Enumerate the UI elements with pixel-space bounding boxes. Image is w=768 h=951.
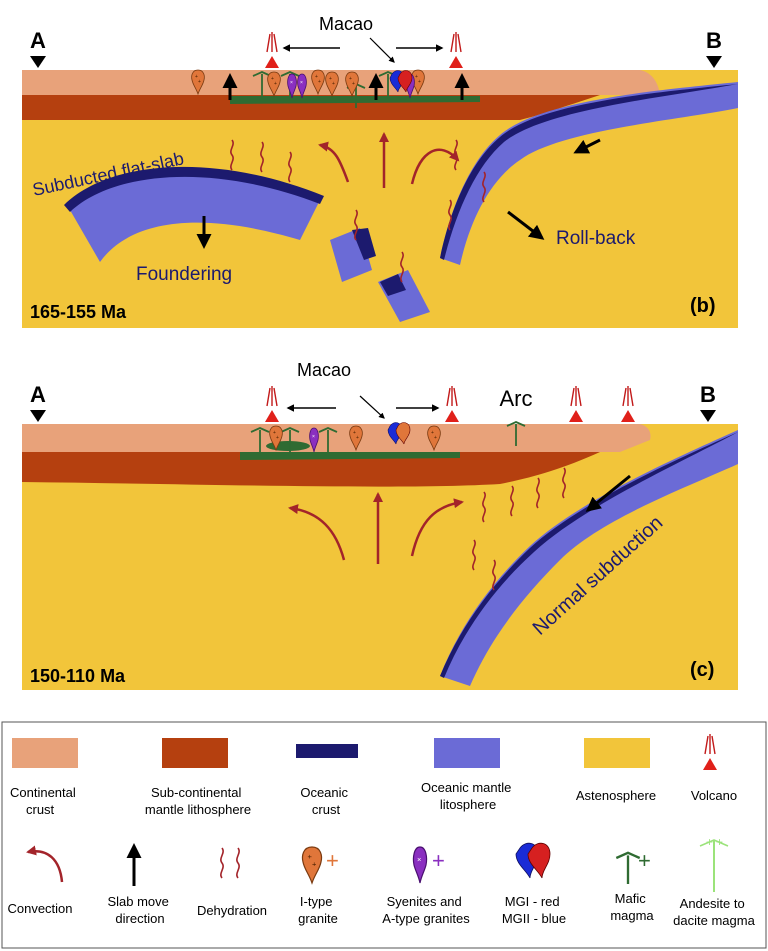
point-a-marker bbox=[30, 410, 46, 422]
volcano-icon bbox=[568, 385, 584, 423]
legend-dehydration-text: Dehydration bbox=[197, 903, 267, 918]
legend-convection-text: Convection bbox=[7, 901, 72, 916]
continental-crust-c bbox=[22, 424, 651, 452]
flat-slab-b bbox=[70, 174, 320, 262]
oceanic-mantle-slab-c bbox=[440, 430, 738, 686]
arc-label: Arc bbox=[500, 386, 533, 411]
point-a-label: A bbox=[30, 28, 46, 53]
flat-slab-crust-b bbox=[64, 166, 324, 212]
panel-label-b: (b) bbox=[690, 295, 716, 317]
age-label-c: 150-110 Ma bbox=[30, 666, 126, 686]
i-type-plus-icon: + bbox=[326, 848, 339, 873]
volcano-icon bbox=[264, 385, 280, 423]
svg-text:+: + bbox=[716, 835, 723, 849]
rollback-label: Roll-back bbox=[556, 228, 636, 249]
syenite-plus-icon: + bbox=[432, 848, 445, 873]
volcano-icon bbox=[264, 31, 280, 69]
legend-asthenosphere-text: Astenosphere bbox=[576, 788, 656, 803]
legend-oceanic-mantle-text: Oceanic mantle litosphere bbox=[421, 780, 515, 812]
panel-c: A B Macao Arc Normal subduction 150-110 … bbox=[22, 360, 738, 690]
mafic-plus-icon: + bbox=[638, 848, 651, 873]
point-b-marker bbox=[700, 410, 716, 422]
point-a-label: A bbox=[30, 382, 46, 407]
legend-mafic-text: Mafic magma bbox=[610, 891, 654, 923]
macao-pointer bbox=[369, 37, 395, 63]
convection-arrow bbox=[288, 504, 346, 561]
convection-arrow bbox=[318, 141, 350, 183]
legend-scml-swatch bbox=[162, 738, 228, 768]
andesite-icon: + + bbox=[699, 835, 729, 892]
panel-b: A B Macao Subducted flat-slab Foundering… bbox=[22, 14, 738, 328]
point-a-marker bbox=[30, 56, 46, 68]
slab-fragment bbox=[330, 228, 376, 282]
foundering-label: Foundering bbox=[136, 264, 232, 285]
legend-asthenosphere-swatch bbox=[584, 738, 650, 768]
legend-continental-crust-swatch bbox=[12, 738, 78, 768]
age-label-b: 165-155 Ma bbox=[30, 302, 127, 322]
slab-fragment bbox=[378, 270, 430, 322]
rollback-arrow bbox=[507, 210, 545, 240]
mafic-underplate-c bbox=[240, 452, 460, 460]
continental-crust-b bbox=[22, 70, 660, 95]
mgi-mgii-icon bbox=[515, 842, 551, 879]
legend-volcano-text: Volcano bbox=[691, 788, 737, 803]
mgi-mgii-icon bbox=[387, 422, 411, 445]
convection-arrow bbox=[410, 148, 460, 185]
slab-move-arrow bbox=[585, 474, 631, 512]
macao-label: Macao bbox=[297, 360, 351, 380]
mgi-mgii-icon bbox=[389, 70, 413, 93]
volcano-icon bbox=[620, 385, 636, 423]
legend-andesite-text: Andesite to dacite magma bbox=[673, 896, 755, 928]
legend-scml-text: Sub-continental mantle lithosphere bbox=[145, 785, 251, 817]
volcano-icon bbox=[444, 385, 460, 423]
panel-label-c: (c) bbox=[690, 659, 714, 681]
volcano-icon bbox=[448, 31, 464, 69]
point-b-label: B bbox=[706, 28, 722, 53]
convection-arrow bbox=[410, 498, 464, 557]
legend-mgi-text: MGI - red MGII - blue bbox=[502, 894, 566, 926]
macao-pointer bbox=[359, 395, 385, 419]
point-b-marker bbox=[706, 56, 722, 68]
point-b-label: B bbox=[700, 382, 716, 407]
legend-oceanic-crust-swatch bbox=[296, 744, 358, 758]
mafic-underplate-b bbox=[230, 96, 480, 104]
legend-syenites-text: Syenites and A-type granites bbox=[382, 894, 470, 926]
legend-continental-crust-text: Continental crust bbox=[10, 785, 79, 817]
legend-oceanic-mantle-swatch bbox=[434, 738, 500, 768]
legend-slab-move-text: Slab move direction bbox=[107, 894, 172, 926]
macao-label: Macao bbox=[319, 14, 373, 34]
legend: Continental crust Sub-continental mantle… bbox=[1, 721, 767, 949]
convection-icon bbox=[26, 845, 64, 883]
legend-oceanic-crust-text: Oceanic crust bbox=[300, 785, 351, 817]
svg-text:+: + bbox=[706, 835, 713, 849]
legend-itype-text: I-type granite bbox=[298, 894, 338, 926]
slab-move-arrow bbox=[573, 138, 601, 154]
scml-c bbox=[22, 452, 600, 487]
